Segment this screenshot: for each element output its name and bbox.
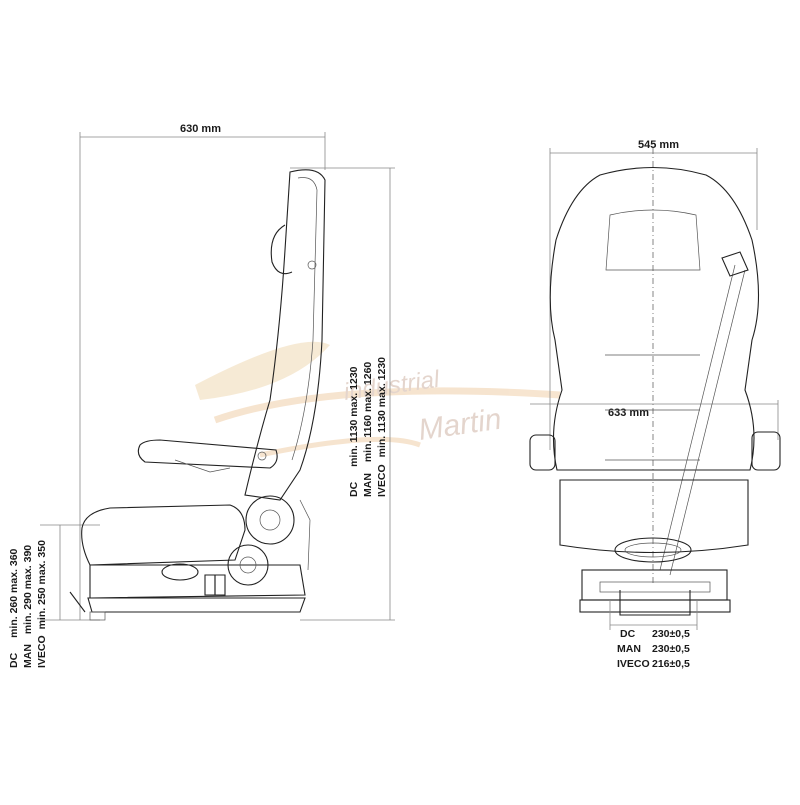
front-armrest-width-label: 633 mm	[608, 407, 649, 419]
svg-text:MAN min. 1160 max. 126: MAN min. 1160 max. 1260	[362, 362, 374, 497]
side-base-range-iveco: min. 250 max. 350	[36, 540, 48, 629]
front-armrest-dimension: 633 mm	[530, 400, 779, 440]
side-seat-outline	[69, 169, 326, 621]
side-height-model-dc: DC	[348, 481, 360, 497]
svg-text:DC min. 1130 max. 1230: DC min. 1130 max. 1230	[348, 366, 360, 497]
side-height-range-man: min. 1160 max. 1260	[362, 362, 374, 463]
front-base-value-iveco: 216±0,5	[652, 658, 690, 670]
side-base-range-dc: min. 260 max. 360	[8, 548, 20, 637]
front-seat-outline	[529, 167, 781, 630]
side-base-range-man: min. 290 max. 390	[22, 545, 34, 634]
svg-text:DC min. 260 max. 360: DC min. 260 max. 360	[8, 548, 20, 668]
side-width-dimension: 630 mm	[79, 123, 326, 620]
svg-text:IVECO min. 1130 max. 1: IVECO min. 1130 max. 1230	[376, 357, 388, 497]
front-base-model-man: MAN	[617, 643, 641, 655]
side-width-label: 630 mm	[180, 123, 221, 135]
side-height-range-dc: min. 1130 max. 1230	[348, 366, 360, 467]
front-base-value-dc: 230±0,5	[652, 628, 690, 640]
side-base-model-dc: DC	[8, 652, 20, 668]
front-width-dimension: 545 mm	[549, 139, 758, 450]
front-view: 545 mm 633 mm	[529, 139, 781, 670]
side-view: 630 mm DC min. 1130 max. 1230 MAN min. 1…	[8, 123, 395, 668]
side-base-model-man: MAN	[22, 644, 34, 668]
side-height-model-iveco: IVECO	[376, 464, 388, 497]
front-base-model-iveco: IVECO	[617, 658, 650, 670]
svg-text:IVECO min. 250 max. 35: IVECO min. 250 max. 350	[36, 540, 48, 668]
front-base-dimension-table: DC 230±0,5 MAN 230±0,5 IVECO 216±0,5	[617, 628, 690, 670]
watermark-text-line2: Martin	[416, 403, 503, 447]
front-base-value-man: 230±0,5	[652, 643, 690, 655]
side-height-model-man: MAN	[362, 473, 374, 497]
front-width-label: 545 mm	[638, 139, 679, 151]
side-base-model-iveco: IVECO	[36, 635, 48, 668]
side-height-dimension: DC min. 1130 max. 1230 MAN min. 1160 max…	[290, 167, 395, 621]
front-base-model-dc: DC	[620, 628, 636, 640]
svg-text:MAN min. 290 max. 390: MAN min. 290 max. 390	[22, 545, 34, 668]
side-height-range-iveco: min. 1130 max. 1230	[376, 357, 388, 458]
side-base-dimension: DC min. 260 max. 360 MAN min. 290 max. 3…	[8, 524, 100, 668]
